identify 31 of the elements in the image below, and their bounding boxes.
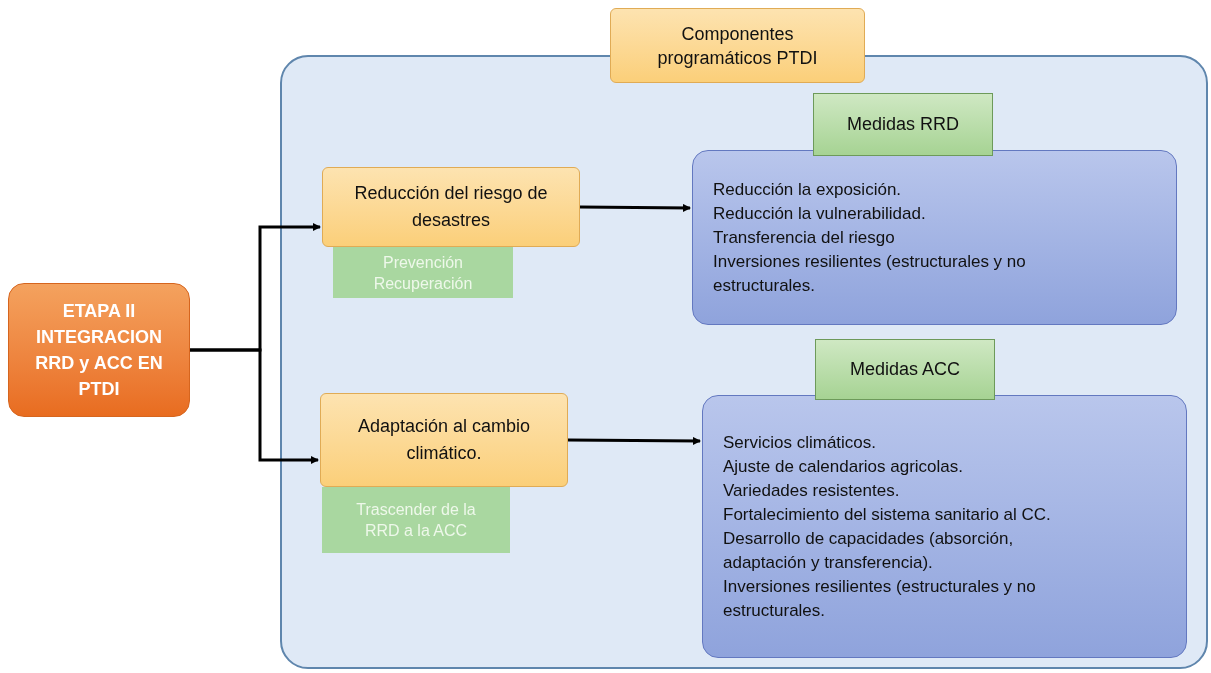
- node-text: Reducción del riesgo de desastres: [353, 182, 549, 232]
- stage-box: [8, 283, 190, 417]
- node-text: Inversiones resilientes (estructurales y no estructurales.: [723, 575, 1037, 622]
- heading-tab: [813, 93, 993, 156]
- node-text: ETAPA II INTEGRACION RRD y ACC EN PTDI: [34, 300, 164, 401]
- node-text: Ajuste de calendarios agricolas.: [723, 455, 965, 478]
- process-box: [320, 393, 568, 487]
- heading-tab: [815, 339, 995, 400]
- node-text: Medidas RRD: [846, 113, 959, 136]
- node-text: Variedades resistentes.: [723, 479, 901, 502]
- list-box: [692, 150, 1177, 325]
- node-text: Inversiones resilientes (estructurales y no estructurales.: [713, 250, 1027, 297]
- node-text: Desarrollo de capacidades (absorción, adaptación y transferencia).: [723, 527, 1015, 574]
- heading-box: [610, 8, 865, 83]
- process-box: [322, 167, 580, 247]
- note-box: [333, 247, 513, 298]
- node-text: Medidas ACC: [849, 358, 961, 381]
- node-text: Reducción la exposición.: [713, 178, 903, 201]
- arrow: [190, 348, 319, 464]
- node-text: Reducción la vulnerabilidad.: [713, 202, 927, 225]
- list-box: [702, 395, 1187, 658]
- node-text: Transferencia del riesgo: [713, 226, 896, 249]
- note-box: [322, 487, 510, 553]
- node-text: Trascender de la RRD a la ACC: [355, 500, 477, 541]
- node-text: Componentes programáticos PTDI: [656, 22, 819, 70]
- node-text: Fortalecimiento del sistema sanitario al CC.: [723, 503, 1052, 526]
- node-text: Prevención Recuperación: [372, 252, 474, 294]
- arrow: [568, 436, 701, 445]
- arrow: [580, 203, 691, 212]
- node-text: Servicios climáticos.: [723, 431, 878, 454]
- node-text: Adaptación al cambio climático.: [356, 415, 532, 465]
